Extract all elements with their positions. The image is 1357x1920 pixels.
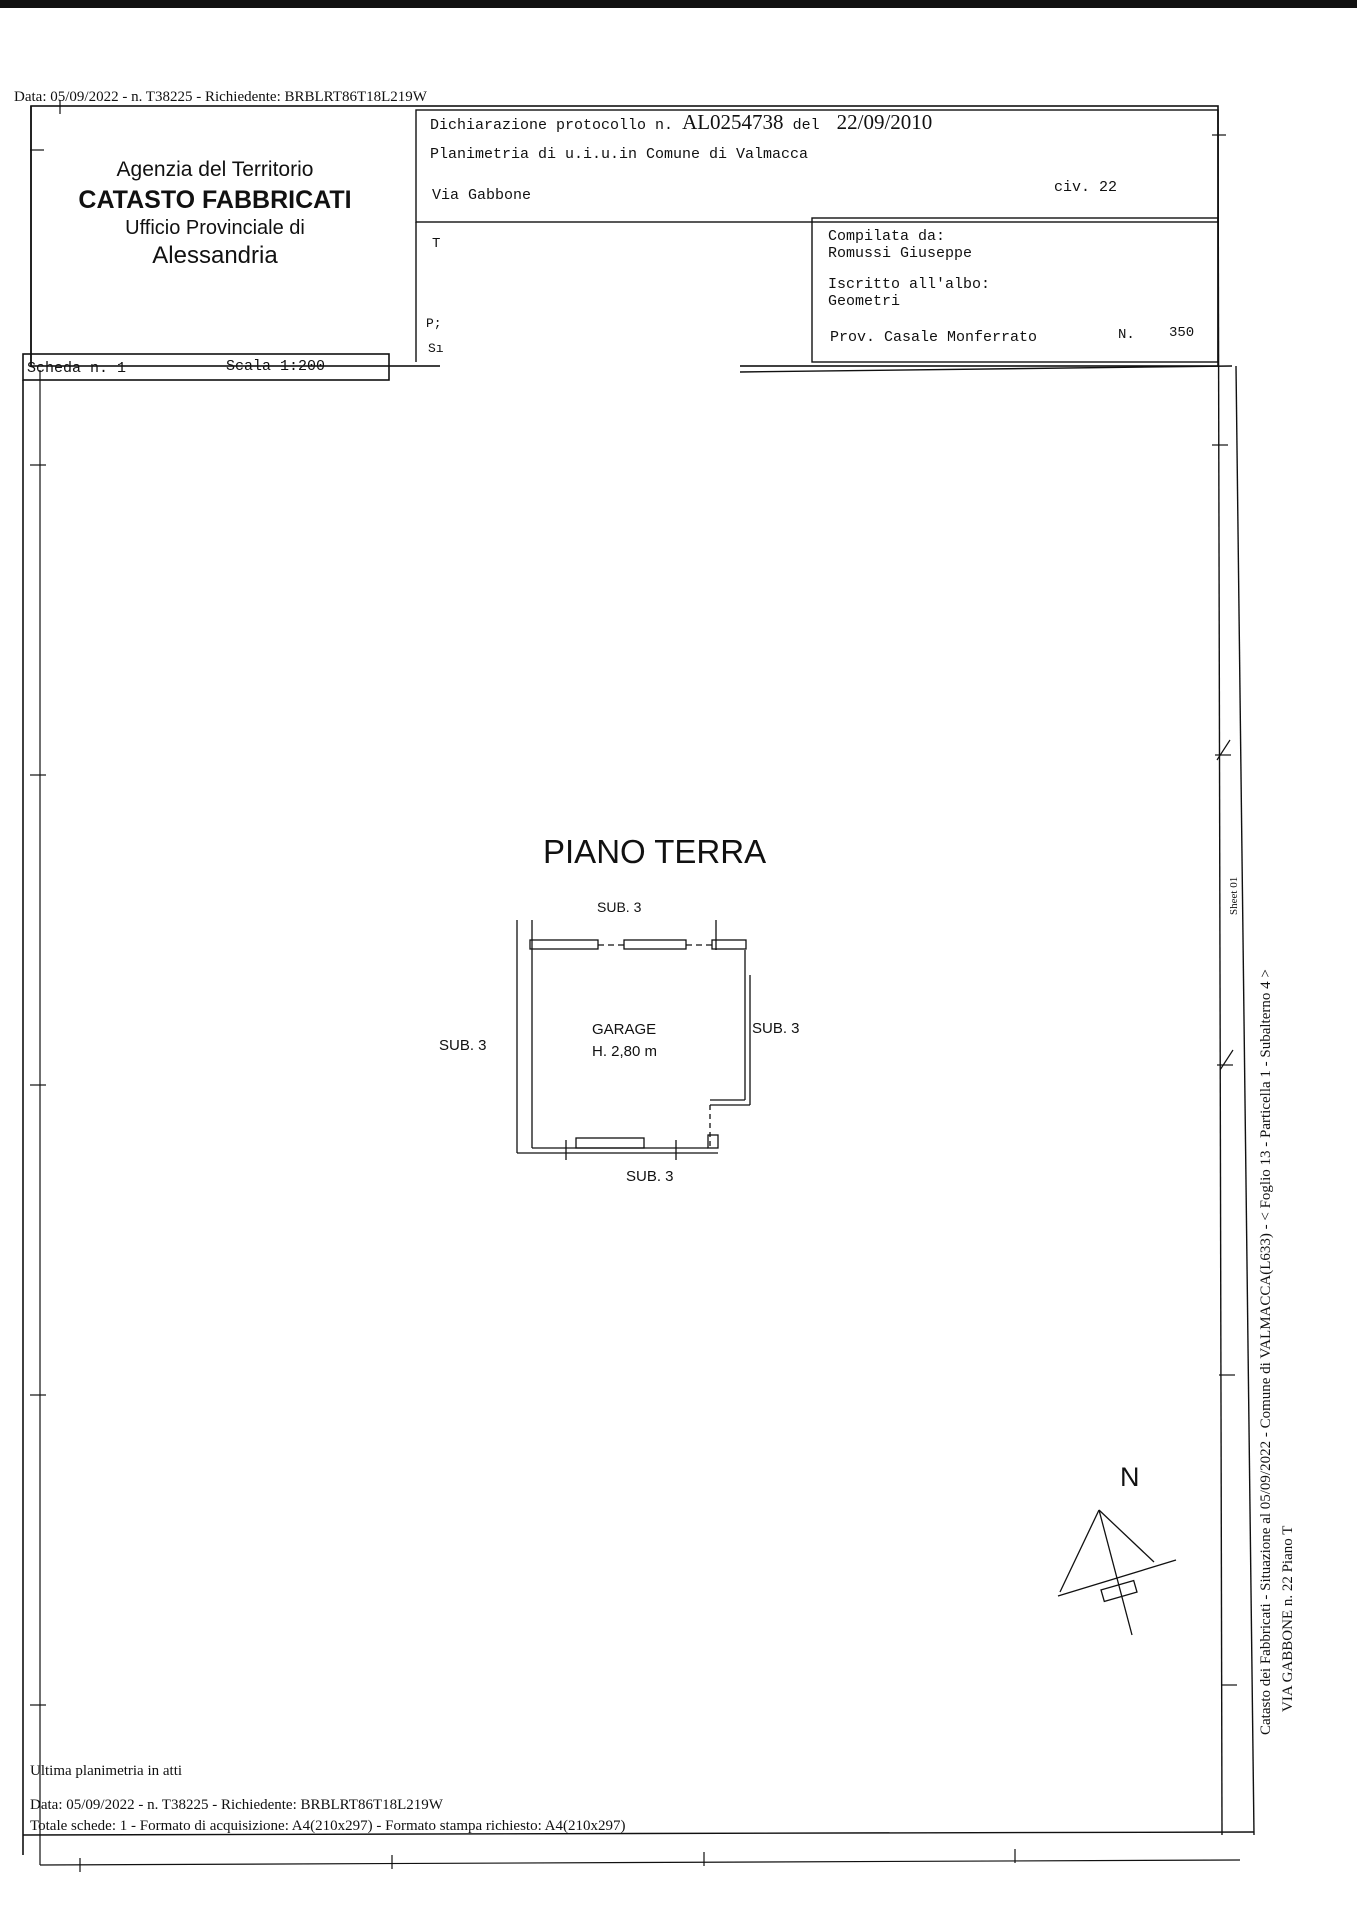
civic-number: civ. 22: [1054, 179, 1118, 196]
scale-label: Scala 1:200: [226, 358, 326, 375]
partial-label-p: P;: [426, 316, 442, 331]
scan-top-border: [0, 0, 1357, 8]
side-stamp: Sheet 01: [1228, 876, 1240, 915]
planimetria-line: Planimetria di u.i.u.in Comune di Valmac…: [430, 146, 809, 163]
protocol-number: AL0254738: [682, 110, 784, 134]
header-request-line: Data: 05/09/2022 - n. T38225 - Richieden…: [14, 89, 427, 105]
street-address: Via Gabbone: [432, 187, 532, 204]
north-arrow: [1057, 1509, 1177, 1636]
albo-label: Iscritto all'albo:: [828, 276, 991, 293]
province-college: Prov. Casale Monferrato: [830, 329, 1038, 346]
footer-totals: Totale schede: 1 - Formato di acquisizio…: [30, 1818, 626, 1834]
compiler-name: Romussi Giuseppe: [828, 245, 973, 262]
footer-request-line: Data: 05/09/2022 - n. T38225 - Richieden…: [30, 1797, 443, 1813]
side-address-info: VIA GABBONE n. 22 Piano T: [1280, 1525, 1296, 1712]
neighbor-label-left: SUB. 3: [439, 1037, 487, 1054]
scheda-number: Scheda n. 1: [27, 360, 127, 377]
ufficio-label: Ufficio Provinciale di: [125, 217, 305, 239]
partial-label-t: T: [432, 236, 441, 252]
side-catasto-info: Catasto dei Fabbricati - Situazione al 0…: [1258, 969, 1274, 1735]
agency-block: Agenzia del Territorio CATASTO FABBRICAT…: [55, 158, 375, 270]
compiler-label: Compilata da:: [828, 228, 946, 245]
floor-title: PIANO TERRA: [543, 833, 767, 870]
registration-number: 350: [1169, 325, 1195, 341]
declaration-label: Dichiarazione protocollo n.: [430, 117, 674, 134]
albo-value: Geometri: [828, 293, 901, 310]
declaration-line: Dichiarazione protocollo n. AL0254738 de…: [430, 110, 932, 135]
room-height: H. 2,80 m: [592, 1043, 658, 1060]
neighbor-label-top: SUB. 3: [597, 899, 642, 915]
del-label: del: [792, 117, 820, 134]
province-name: Alessandria: [152, 242, 278, 269]
catasto-title: CATASTO FABBRICATI: [78, 186, 352, 214]
room-name: GARAGE: [592, 1021, 657, 1038]
neighbor-label-bottom: SUB. 3: [626, 1168, 674, 1185]
neighbor-label-right: SUB. 3: [752, 1020, 800, 1037]
partial-label-s: Sı: [428, 341, 444, 356]
agency-name: Agenzia del Territorio: [116, 158, 314, 181]
north-label: N: [1120, 1462, 1140, 1492]
last-plan-note: Ultima planimetria in atti: [30, 1763, 183, 1779]
compiler-block: Compilata da: Romussi Giuseppe Iscritto …: [828, 228, 990, 310]
declaration-date: 22/09/2010: [836, 110, 933, 134]
registration-n-label: N.: [1118, 327, 1135, 343]
